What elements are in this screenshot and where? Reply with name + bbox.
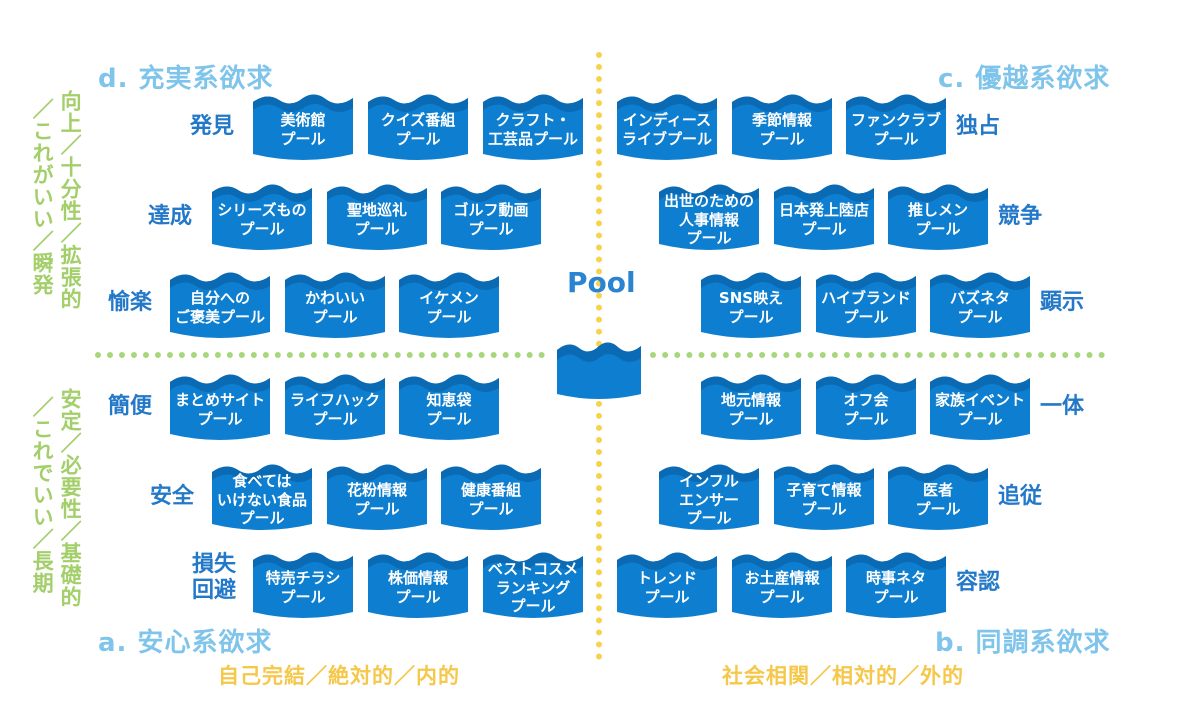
side-label-lower-1: 安定／必要性／基礎的 <box>58 388 83 608</box>
axis-label-left: 自己完結／絶対的／内的 <box>218 664 460 688</box>
pool-label: ベストコスメ ランキング プール <box>487 559 579 616</box>
pool-label: クラフト・ 工芸品プール <box>487 111 578 148</box>
pool-label: まとめサイト プール <box>174 391 265 428</box>
pool-label: インディース ライブプール <box>621 111 712 148</box>
pool-jinji-jouhou: 出世のための 人事情報 プール <box>657 178 761 252</box>
pool-label: 子育て情報 プール <box>786 481 862 518</box>
pool-kisetsu-jouhou: 季節情報 プール <box>730 88 834 162</box>
pool-label: 時事ネタ プール <box>865 569 926 606</box>
pool-label: 美術館 プール <box>280 111 326 148</box>
pool-label: 自分への ご褒美プール <box>174 289 265 326</box>
pool-high-brand: ハイブランド プール <box>814 266 918 340</box>
pool-label: 健康番組 プール <box>460 481 521 518</box>
pool-tokubai-chirashi: 特売チラシ プール <box>251 546 355 620</box>
horizontal-divider-right <box>650 352 1105 358</box>
pool-matome-site: まとめサイト プール <box>168 368 272 442</box>
pool-omiyage-jouhou: お土産情報 プール <box>730 546 834 620</box>
category-tassei: 達成 <box>148 204 193 229</box>
pool-label: バズネタ プール <box>949 289 1010 326</box>
category-anzen: 安全 <box>150 484 195 509</box>
quadrant-title-b: b. 同調系欲求 <box>935 628 1111 658</box>
category-ittai: 一体 <box>1040 394 1085 419</box>
pool-chiebukuro: 知恵袋 プール <box>397 368 501 442</box>
pool-trend: トレンド プール <box>615 546 719 620</box>
category-kenji: 顕示 <box>1040 290 1085 315</box>
pool-label: 医者 プール <box>915 481 961 518</box>
pool-jimoto-jouhou: 地元情報 プール <box>699 368 803 442</box>
pool-label: 地元情報 プール <box>720 391 781 428</box>
pool-label: 花粉情報 プール <box>346 481 407 518</box>
pool-label: 聖地巡礼 プール <box>346 201 407 238</box>
pool-craft: クラフト・ 工芸品プール <box>481 88 585 162</box>
pool-kazoku-event: 家族イベント プール <box>928 368 1032 442</box>
pool-indies-live: インディース ライブプール <box>615 88 719 162</box>
pool-gohoubi: 自分への ご褒美プール <box>168 266 272 340</box>
pool-label: オフ会 プール <box>843 391 889 428</box>
category-yonin: 容認 <box>956 570 1001 595</box>
horizontal-divider-left <box>95 352 545 358</box>
pool-label: インフル エンサー プール <box>678 471 739 528</box>
pool-label: SNS映え プール <box>718 289 784 326</box>
axis-label-right: 社会相関／相対的／外的 <box>722 664 964 688</box>
pool-label: お土産情報 プール <box>744 569 820 606</box>
pool-series: シリーズもの プール <box>210 178 314 252</box>
pool-label: 家族イベント プール <box>934 391 1025 428</box>
pool-fanclub: ファンクラブ プール <box>844 88 948 162</box>
side-label-upper-1: 向上／十分性／拡張的 <box>58 90 83 310</box>
pool-offkai: オフ会 プール <box>814 368 918 442</box>
pool-label: イケメン プール <box>419 289 479 326</box>
pool-label: 季節情報 プール <box>751 111 812 148</box>
category-dokusen: 独占 <box>956 114 1001 139</box>
pool-isha: 医者 プール <box>886 458 990 532</box>
side-label-upper-2: ／これがいい／瞬発 <box>30 98 55 296</box>
pool-label: 日本発上陸店 プール <box>778 201 869 238</box>
pool-golf-douga: ゴルフ動画 プール <box>439 178 543 252</box>
category-sonshitsu-kaihi: 損失 回避 <box>192 552 237 604</box>
pool-kosodate-jouhou: 子育て情報 プール <box>772 458 876 532</box>
category-yuraku: 愉楽 <box>108 290 153 315</box>
pool-lifehack: ライフハック プール <box>283 368 387 442</box>
category-tsuiju: 追従 <box>998 484 1043 509</box>
pool-label: 株価情報 プール <box>387 569 448 606</box>
pool-kawaii: かわいい プール <box>283 266 387 340</box>
category-kanben: 簡便 <box>108 394 153 419</box>
pool-label: 知恵袋 プール <box>426 391 472 428</box>
pool-label: ライフハック プール <box>289 391 380 428</box>
pool-jiji-neta: 時事ネタ プール <box>844 546 948 620</box>
pool-kafun-jouhou: 花粉情報 プール <box>325 458 429 532</box>
category-kyoso: 競争 <box>998 204 1043 229</box>
pool-ikemen: イケメン プール <box>397 266 501 340</box>
pool-label: ファンクラブ プール <box>850 111 941 148</box>
pool-label: 食べては いけない食品 プール <box>216 471 307 528</box>
pool-kabuka-jouhou: 株価情報 プール <box>366 546 470 620</box>
pool-tabetewa-ikenai: 食べては いけない食品 プール <box>210 458 314 532</box>
pool-oshimen: 推しメン プール <box>886 178 990 252</box>
pool-label: クイズ番組 プール <box>380 111 456 148</box>
quadrant-title-c: c. 優越系欲求 <box>938 64 1111 94</box>
pool-kenkou-bangumi: 健康番組 プール <box>439 458 543 532</box>
pool-label: ゴルフ動画 プール <box>453 201 529 238</box>
pool-quiz-bangumi: クイズ番組 プール <box>366 88 470 162</box>
category-hakken: 発見 <box>190 114 235 139</box>
pool-bijutsukan: 美術館 プール <box>251 88 355 162</box>
pool-buzz-neta: バズネタ プール <box>928 266 1032 340</box>
pool-seichi-junrei: 聖地巡礼 プール <box>325 178 429 252</box>
pool-label: トレンド プール <box>636 569 697 606</box>
quadrant-title-a: a. 安心系欲求 <box>98 628 273 658</box>
pool-label: ハイブランド プール <box>821 289 911 326</box>
quadrant-title-d: d. 充実系欲求 <box>98 64 274 94</box>
pool-sns-bae: SNS映え プール <box>699 266 803 340</box>
pool-label: シリーズもの プール <box>217 201 307 238</box>
pool-label: 特売チラシ プール <box>265 569 341 606</box>
pool-label: かわいい プール <box>304 289 365 326</box>
side-label-lower-2: ／これでいい／長期 <box>30 396 55 594</box>
center-pool-icon <box>555 336 643 402</box>
pool-label: 推しメン プール <box>907 201 968 238</box>
pool-best-cosme: ベストコスメ ランキング プール <box>481 546 585 620</box>
pool-logo: Pool <box>567 266 636 299</box>
pool-influencer: インフル エンサー プール <box>657 458 761 532</box>
pool-label: 出世のための 人事情報 プール <box>663 191 754 248</box>
pool-nihon-hatsu: 日本発上陸店 プール <box>772 178 876 252</box>
